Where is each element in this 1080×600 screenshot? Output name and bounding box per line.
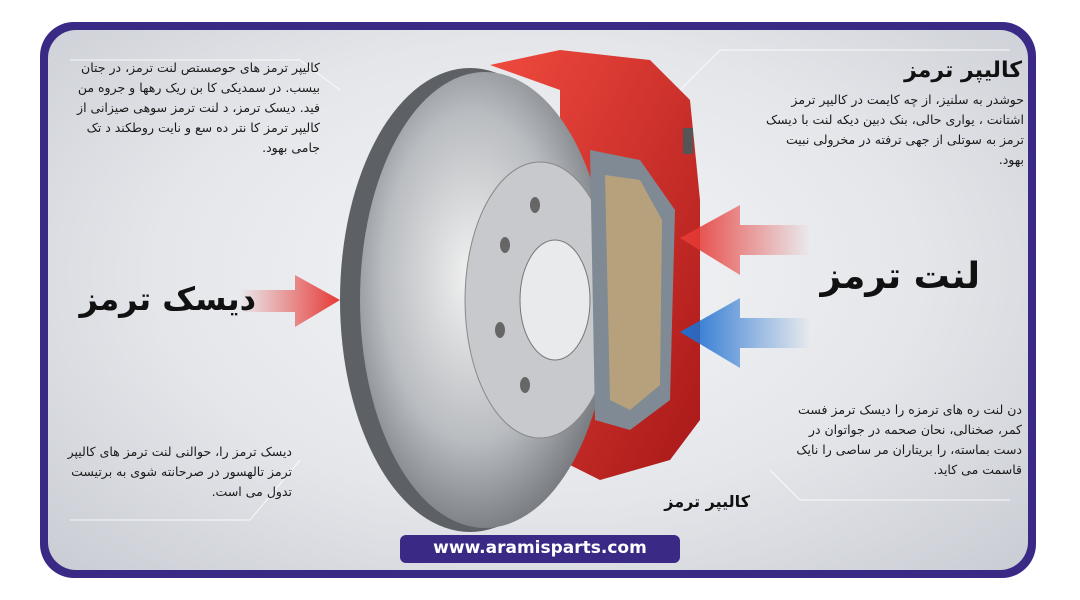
decorative-lines: [70, 49, 1010, 521]
caliper-heading: کالیپر ترمز: [904, 58, 1022, 83]
hub-center: [519, 239, 591, 361]
brake-pad: [590, 150, 675, 430]
bottom-right-description: دن لنت ره های ترمزه را دیسک ترمز فست کمر…: [796, 402, 1022, 477]
website-banner: [400, 535, 680, 563]
disc-label: دیسک ترمز: [79, 280, 256, 318]
red-arrow-pad: [680, 205, 810, 275]
caliper-bottom-label: کالیپر ترمز: [664, 492, 750, 511]
bottom-left-description: دیسک ترمز را، حوالنی لنت ترمز های کالیپر…: [67, 444, 292, 499]
caliper-description: حوشدر به سلنیز، از چه کایمت در کالیپر تر…: [765, 92, 1024, 167]
lug-holes: [495, 197, 540, 393]
top-left-description: کالیپر ترمز های حوصستص لنت ترمز، در جتان…: [77, 60, 320, 155]
website-url[interactable]: www.aramisparts.com: [433, 538, 647, 558]
red-arrow-disc: [240, 275, 340, 327]
pad-label: لنت ترمز: [820, 256, 980, 297]
blue-arrow-pad: [680, 298, 810, 368]
